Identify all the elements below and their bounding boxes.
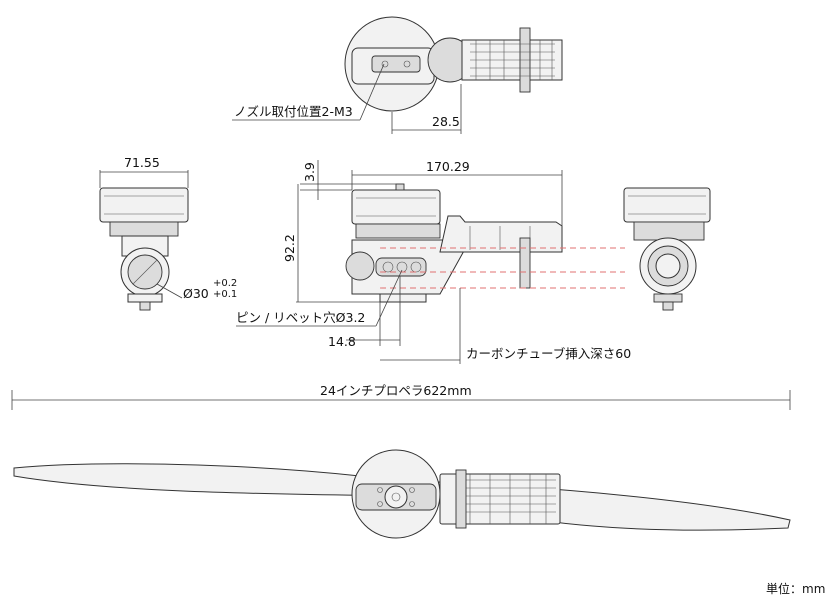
main-side-view [345, 183, 563, 303]
dim-3-9-label: 3.9 [302, 162, 317, 182]
nozzle-leader-line [359, 63, 385, 121]
unit-label: 単位：mm [766, 581, 825, 596]
dim-170-29-label: 170.29 [426, 159, 470, 174]
dia30-tol-minus: +0.1 [213, 289, 237, 300]
dia30-tol-plus: +0.2 [213, 278, 237, 289]
propeller-blade-left [13, 463, 397, 497]
right-side-view [623, 187, 711, 311]
propeller-label: 24インチプロペラ622mm [320, 383, 472, 398]
dim-92-2-label: 92.2 [282, 234, 297, 262]
dim-14-8-label: 14.8 [328, 334, 356, 349]
top-view [344, 16, 563, 112]
dia30-label: Ø30 [183, 286, 209, 301]
nozzle-mount-label: ノズル取付位置2-M3 [234, 104, 353, 119]
carbon-tube-label: カーボンチューブ挿入深さ60 [466, 346, 631, 361]
dim-28-5-label: 28.5 [432, 114, 460, 129]
pin-rivet-label: ピン / リベット穴Ø3.2 [236, 310, 365, 325]
propeller-view [13, 449, 791, 539]
dim-71-55-label: 71.55 [124, 155, 160, 170]
dia30-leader [156, 283, 183, 299]
left-side-view [99, 187, 189, 311]
